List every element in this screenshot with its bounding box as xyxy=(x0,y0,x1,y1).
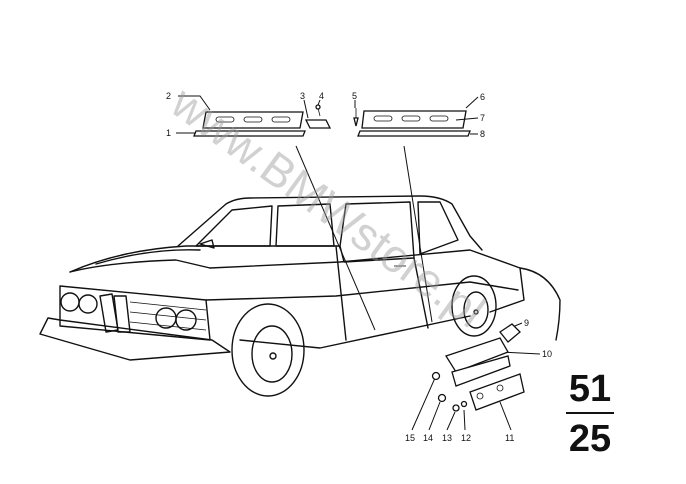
left-clip xyxy=(304,104,332,129)
callout-2: 2 xyxy=(166,91,171,101)
callout-12: 12 xyxy=(461,433,471,443)
callout-6: 6 xyxy=(480,92,485,102)
callout-15: 15 xyxy=(405,433,415,443)
right-sill-trim xyxy=(357,110,471,137)
callout-8: 8 xyxy=(480,129,485,139)
car-illustration xyxy=(39,195,561,397)
callout-13: 13 xyxy=(442,433,452,443)
callout-labels: 1 2 3 4 5 6 7 8 9 10 11 12 13 14 15 xyxy=(166,91,552,443)
callout-3: 3 xyxy=(300,91,305,101)
right-screw xyxy=(353,108,359,127)
callout-14: 14 xyxy=(423,433,433,443)
left-sill-trim xyxy=(193,111,306,137)
group-number-sub: 25 xyxy=(568,418,612,460)
group-divider xyxy=(566,412,614,414)
callout-9: 9 xyxy=(524,318,529,328)
callout-10: 10 xyxy=(542,349,552,359)
callout-7: 7 xyxy=(480,113,485,123)
callout-1: 1 xyxy=(166,128,171,138)
leader-lines xyxy=(176,95,541,431)
callout-5: 5 xyxy=(352,91,357,101)
callout-4: 4 xyxy=(319,91,324,101)
rear-bracket-assembly xyxy=(431,323,525,412)
callout-11: 11 xyxy=(505,433,514,443)
group-number-main: 51 xyxy=(568,368,612,410)
